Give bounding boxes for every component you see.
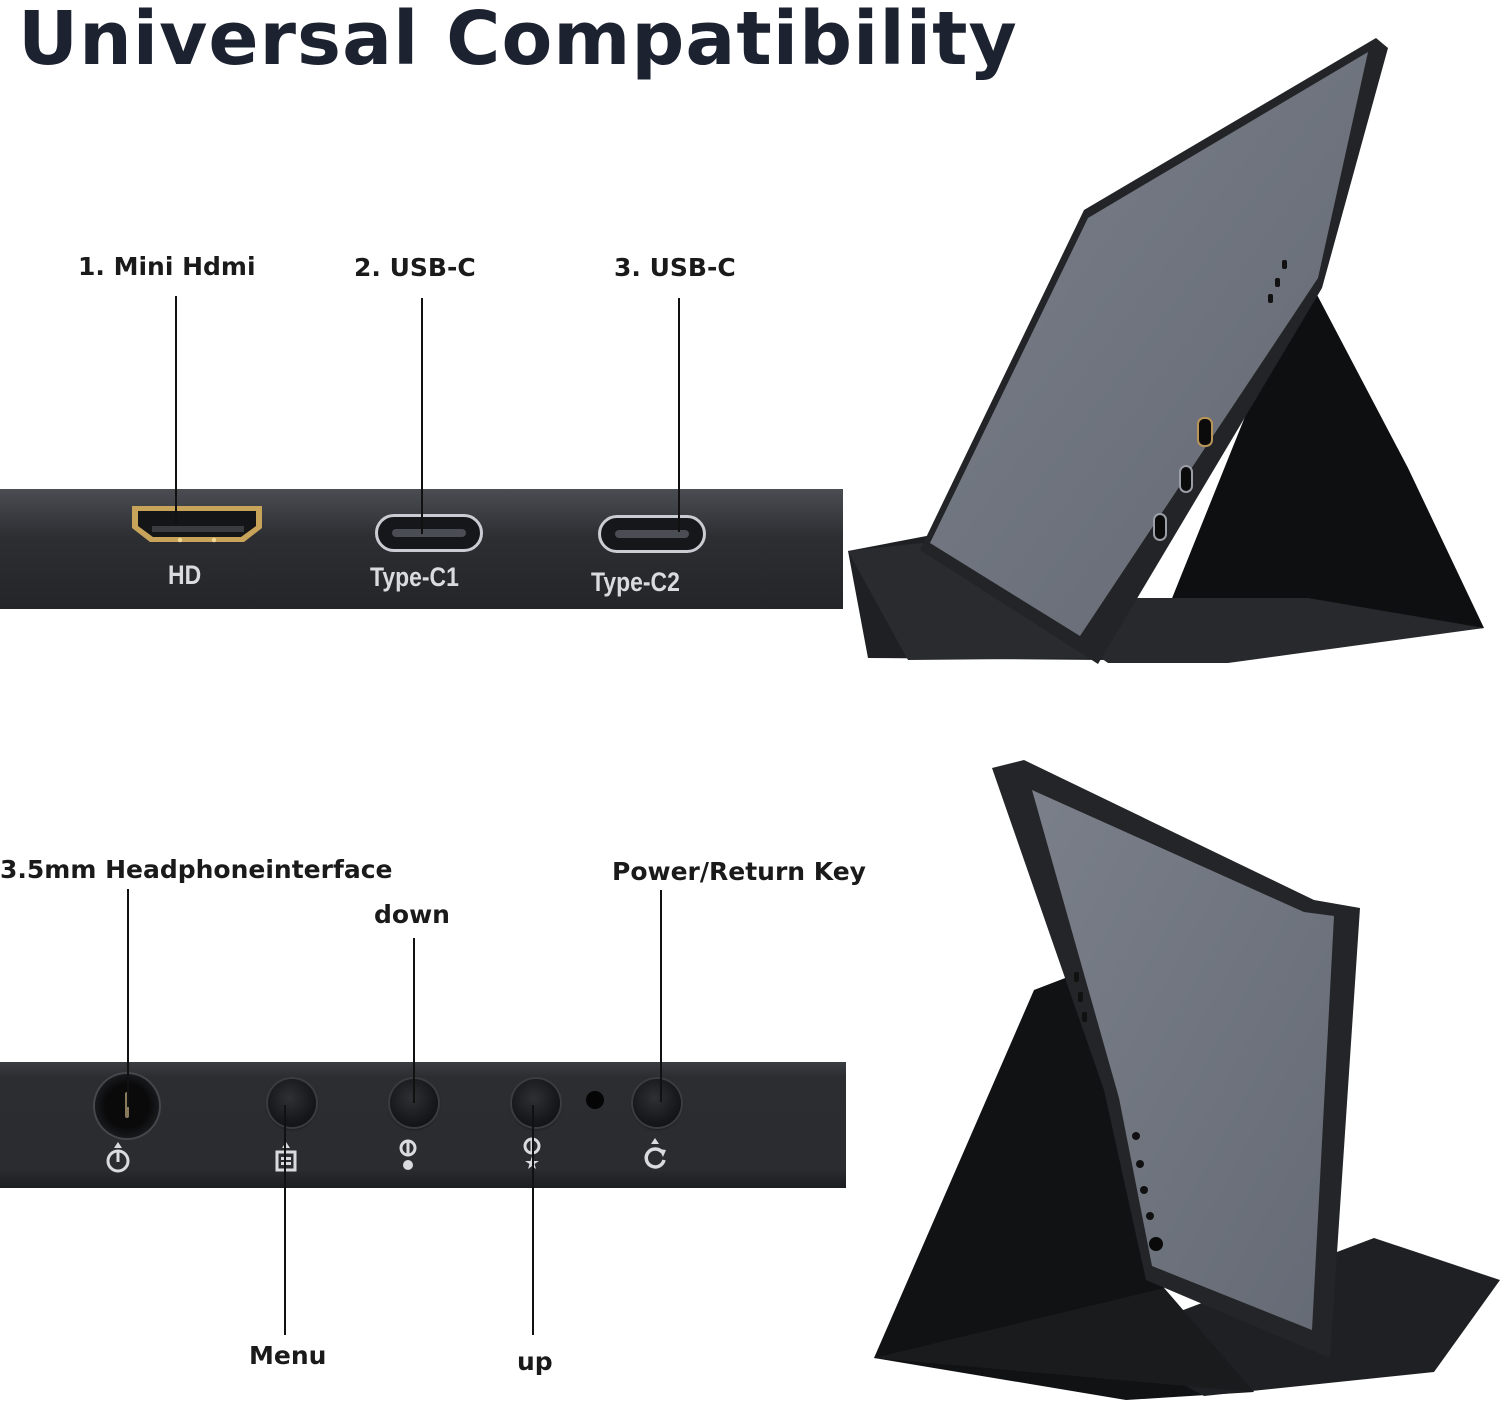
port-label-type-c1: Type-C1 bbox=[370, 562, 459, 592]
up-button bbox=[512, 1079, 560, 1127]
leader-line-usb-c-1 bbox=[421, 298, 423, 534]
page-title: Universal Compatibility bbox=[18, 0, 1018, 82]
monitor-front-view-image bbox=[848, 38, 1484, 664]
menu-icon bbox=[275, 1142, 297, 1172]
menu-button bbox=[268, 1079, 316, 1127]
callout-headphone: 3.5mm Headphoneinterface bbox=[0, 855, 393, 884]
leader-line-headphone bbox=[127, 889, 129, 1107]
down-icon bbox=[399, 1139, 417, 1170]
leader-line-menu bbox=[284, 1105, 286, 1335]
usb-c-port-1 bbox=[375, 514, 483, 552]
leader-line-hdmi bbox=[175, 296, 177, 524]
headphone-icon bbox=[106, 1142, 130, 1173]
port-label-type-c2: Type-C2 bbox=[591, 567, 680, 597]
callout-down: down bbox=[374, 900, 450, 929]
usb-c-port-2 bbox=[598, 515, 706, 553]
mini-hdmi-port bbox=[132, 506, 262, 543]
indicator-led bbox=[586, 1091, 604, 1109]
callout-power-return: Power/Return Key bbox=[612, 857, 866, 886]
leader-line-up bbox=[532, 1105, 534, 1335]
leader-line-down bbox=[413, 938, 415, 1103]
callout-up: up bbox=[517, 1347, 553, 1376]
power-icon bbox=[644, 1138, 666, 1169]
power-return-button bbox=[633, 1079, 681, 1127]
callout-usb-c-1: 2. USB-C bbox=[354, 253, 476, 282]
callout-menu: Menu bbox=[249, 1341, 327, 1370]
leader-line-usb-c-2 bbox=[678, 298, 680, 532]
leader-line-power bbox=[660, 890, 662, 1102]
callout-mini-hdmi: 1. Mini Hdmi bbox=[78, 252, 256, 281]
port-label-hd: HD bbox=[168, 560, 202, 590]
monitor-side-view-image bbox=[874, 760, 1500, 1400]
callout-usb-c-2: 3. USB-C bbox=[614, 253, 736, 282]
